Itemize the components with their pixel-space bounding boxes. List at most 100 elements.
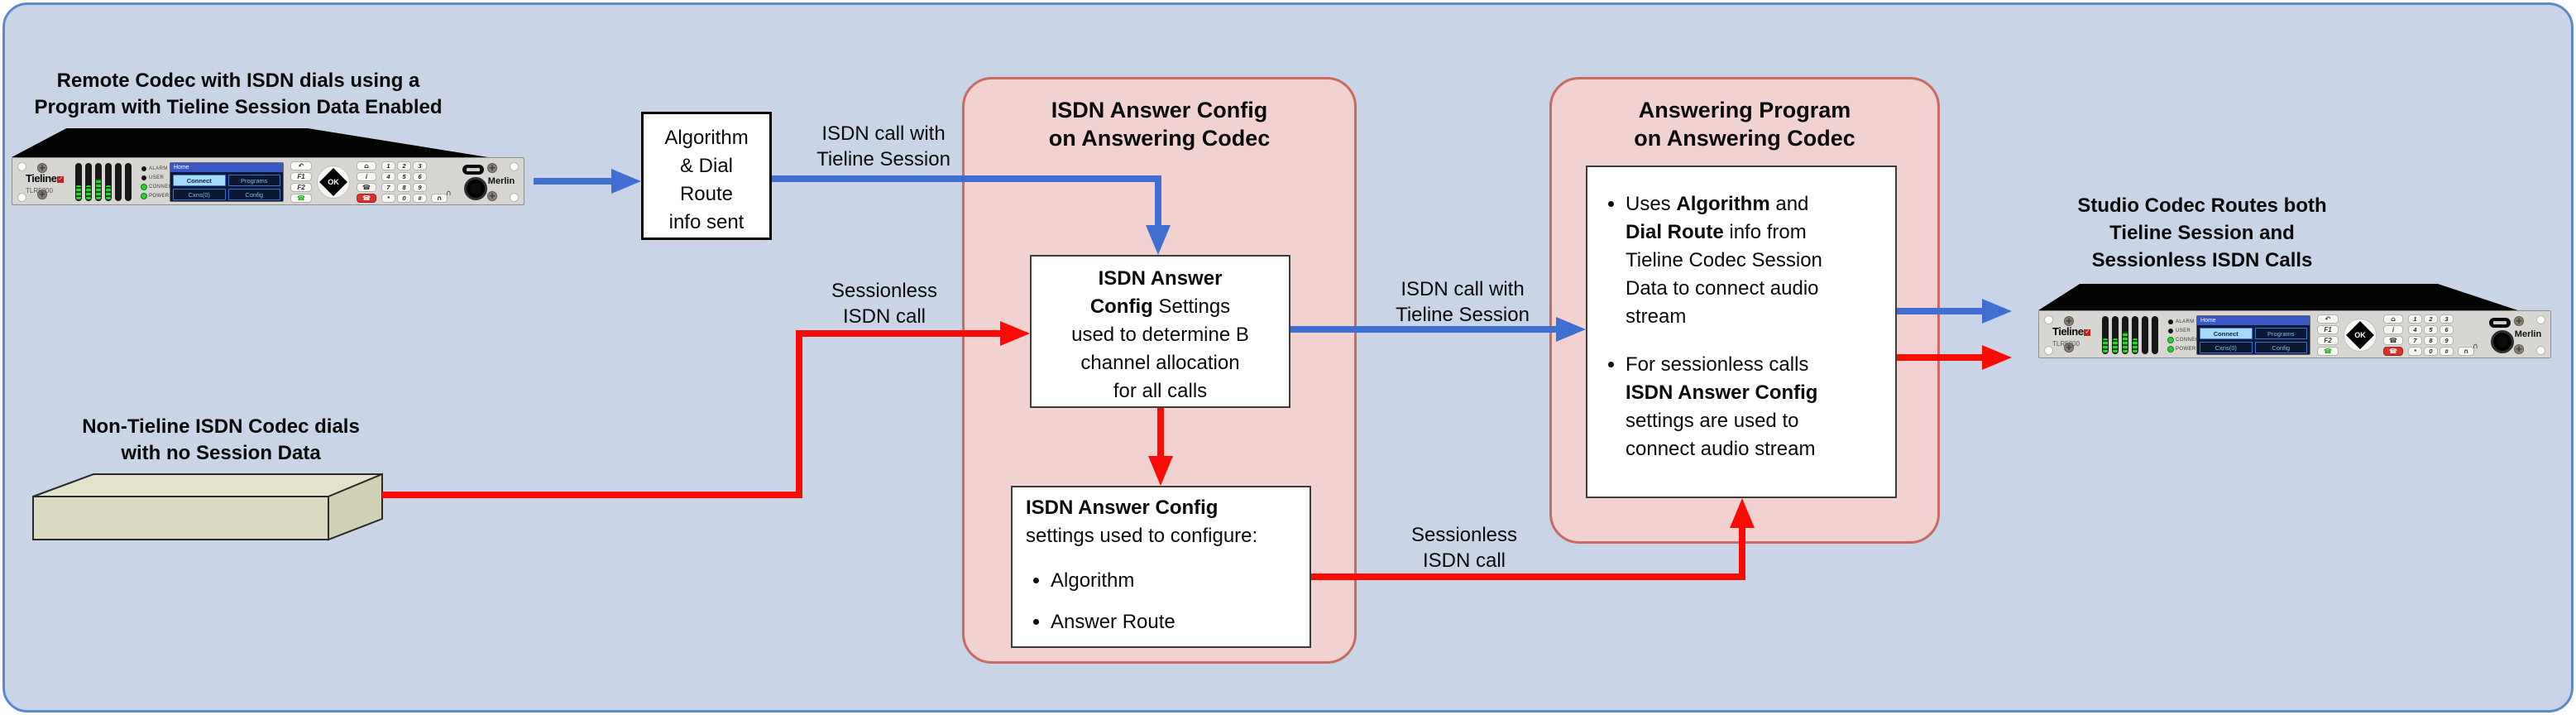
brand-block: Tieline✓ TLR5200 [2052,324,2091,348]
back-key[interactable]: ↶ [2317,314,2339,324]
hangup-key[interactable]: ☎ [2383,347,2403,356]
answer-key[interactable]: ☎ [2317,347,2339,356]
model-label: TLR5200 [26,187,53,194]
ok-button[interactable]: OK [2354,331,2366,339]
screen-button-connect[interactable]: Connect [2200,328,2253,339]
screen-button-programs[interactable]: Programs [227,175,280,186]
rack-hole [17,193,26,202]
connected-led-icon [2168,337,2173,343]
function-key-column: ↶ F1 F2 ☎ [2317,314,2339,356]
screw-icon: ✚ [2514,344,2524,354]
group-title-line: Answering Program [1638,98,1851,122]
ok-button[interactable]: OK [328,178,339,186]
dial-key[interactable]: ☎ [357,183,376,192]
bullet-item: For sessionless calls ISDN Answer Config… [1626,351,1851,463]
box-line: info sent [668,211,745,233]
screen-button-connect[interactable]: Connect [173,175,226,186]
box-line: Settings [1152,295,1231,318]
box-line: Route [679,183,734,205]
keypad-key-star[interactable]: * [2408,347,2422,356]
keypad-key-hash[interactable]: # [2440,347,2454,356]
group-title: ISDN Answer Config on Answering Codec [965,96,1354,152]
keypad-key-5[interactable]: 5 [2424,325,2438,334]
product-name-label: Merlin [487,176,515,186]
algorithm-dial-route-box: Algorithm & Dial Route info sent [641,112,772,240]
keypad-key-7[interactable]: 7 [381,183,395,192]
non-tieline-codec-box [32,473,383,541]
f2-key[interactable]: F2 [290,183,312,192]
keypad-key-0[interactable]: 0 [397,194,411,203]
label-sessionless-isdn-call-1: Sessionless ISDN call [793,278,975,329]
brand-block: Tieline✓ TLR5200 [26,171,65,194]
keypad-key-hash[interactable]: # [413,194,427,203]
screen-button-config[interactable]: Config [2254,342,2307,353]
keypad-key-9[interactable]: 9 [413,183,427,192]
home-key[interactable]: ⌂ [2383,314,2403,324]
back-icon: ↶ [298,162,304,170]
keypad-key-1[interactable]: 1 [381,161,395,170]
function-key-column: ↶ F1 F2 ☎ [290,161,312,203]
f2-key[interactable]: F2 [2317,336,2339,345]
f1-key[interactable]: F1 [2317,325,2339,334]
user-led-icon [2168,328,2173,334]
keypad-key-3[interactable]: 3 [2440,314,2454,324]
keypad-key-2[interactable]: 2 [2424,314,2438,324]
navigation-pad[interactable]: OK [317,166,350,199]
rack-hole [510,193,519,202]
info-icon: i [2392,326,2395,334]
numeric-keypad: 1 2 3 4 5 6 7 8 9 * 0 # [381,161,427,203]
info-key[interactable]: i [2383,325,2403,334]
bullet-item: Uses Algorithm and Dial Route info from … [1626,190,1851,331]
screw-icon: ✚ [37,190,47,199]
call-key-column: ⌂ i ☎ ☎ [2383,314,2403,356]
call-key-column: ⌂ i ☎ ☎ [357,161,376,203]
codec-front-panel: ✚ ✚ ✚ ✚ Tieline✓ TLR5200 ALARM USER CONN… [12,157,524,205]
keypad-key-0[interactable]: 0 [2424,347,2438,356]
info-key[interactable]: i [357,172,376,181]
keypad-key-5[interactable]: 5 [397,172,411,181]
hangup-key[interactable]: ☎ [357,194,376,203]
meter-bar [75,163,82,201]
led-label: ALARM [2176,319,2195,324]
screen-button-cxns[interactable]: Cxns(0) [173,189,226,200]
f1-key[interactable]: F1 [290,172,312,181]
keypad-key-7[interactable]: 7 [2408,336,2422,345]
keypad-key-star[interactable]: * [381,194,395,203]
numeric-keypad: 1 2 3 4 5 6 7 8 9 * 0 # [2408,314,2454,356]
back-key[interactable]: ↶ [290,161,312,170]
led-label: USER [149,175,165,180]
user-led-icon [141,175,146,180]
usb-port [2489,318,2511,328]
keypad-key-4[interactable]: 4 [381,172,395,181]
group-title-line: ISDN Answer Config [1051,98,1268,122]
keypad-key-2[interactable]: 2 [397,161,411,170]
group-title: Answering Program on Answering Codec [1552,96,1937,152]
headset-key[interactable]: ∩ [431,194,448,203]
keypad-key-8[interactable]: 8 [397,183,411,192]
screen-button-cxns[interactable]: Cxns(0) [2200,342,2253,353]
screen-button-config[interactable]: Config [227,189,280,200]
answer-call-icon: ☎ [2324,348,2332,355]
keypad-key-4[interactable]: 4 [2408,325,2422,334]
product-name-label: Merlin [2514,329,2542,339]
home-key[interactable]: ⌂ [357,161,376,170]
headset-key[interactable]: ∩ [2458,347,2474,356]
dial-key[interactable]: ☎ [2383,336,2403,345]
meter-bar [2152,316,2158,354]
navigation-pad[interactable]: OK [2344,319,2377,352]
keypad-key-8[interactable]: 8 [2424,336,2438,345]
box-line: & Dial [679,155,734,177]
keypad-key-6[interactable]: 6 [413,172,427,181]
meter-bar [2102,316,2109,354]
power-led-icon [2168,346,2173,352]
arrow-sessionless-to-allocation [382,321,1030,498]
screen-button-programs[interactable]: Programs [2254,328,2307,339]
keypad-key-1[interactable]: 1 [2408,314,2422,324]
keypad-key-3[interactable]: 3 [413,161,427,170]
meter-bar [2132,316,2138,354]
keypad-key-6[interactable]: 6 [2440,325,2454,334]
keypad-key-9[interactable]: 9 [2440,336,2454,345]
led-label: CONNECTED [149,184,184,190]
rack-hole [17,162,26,171]
answer-key[interactable]: ☎ [290,194,312,203]
